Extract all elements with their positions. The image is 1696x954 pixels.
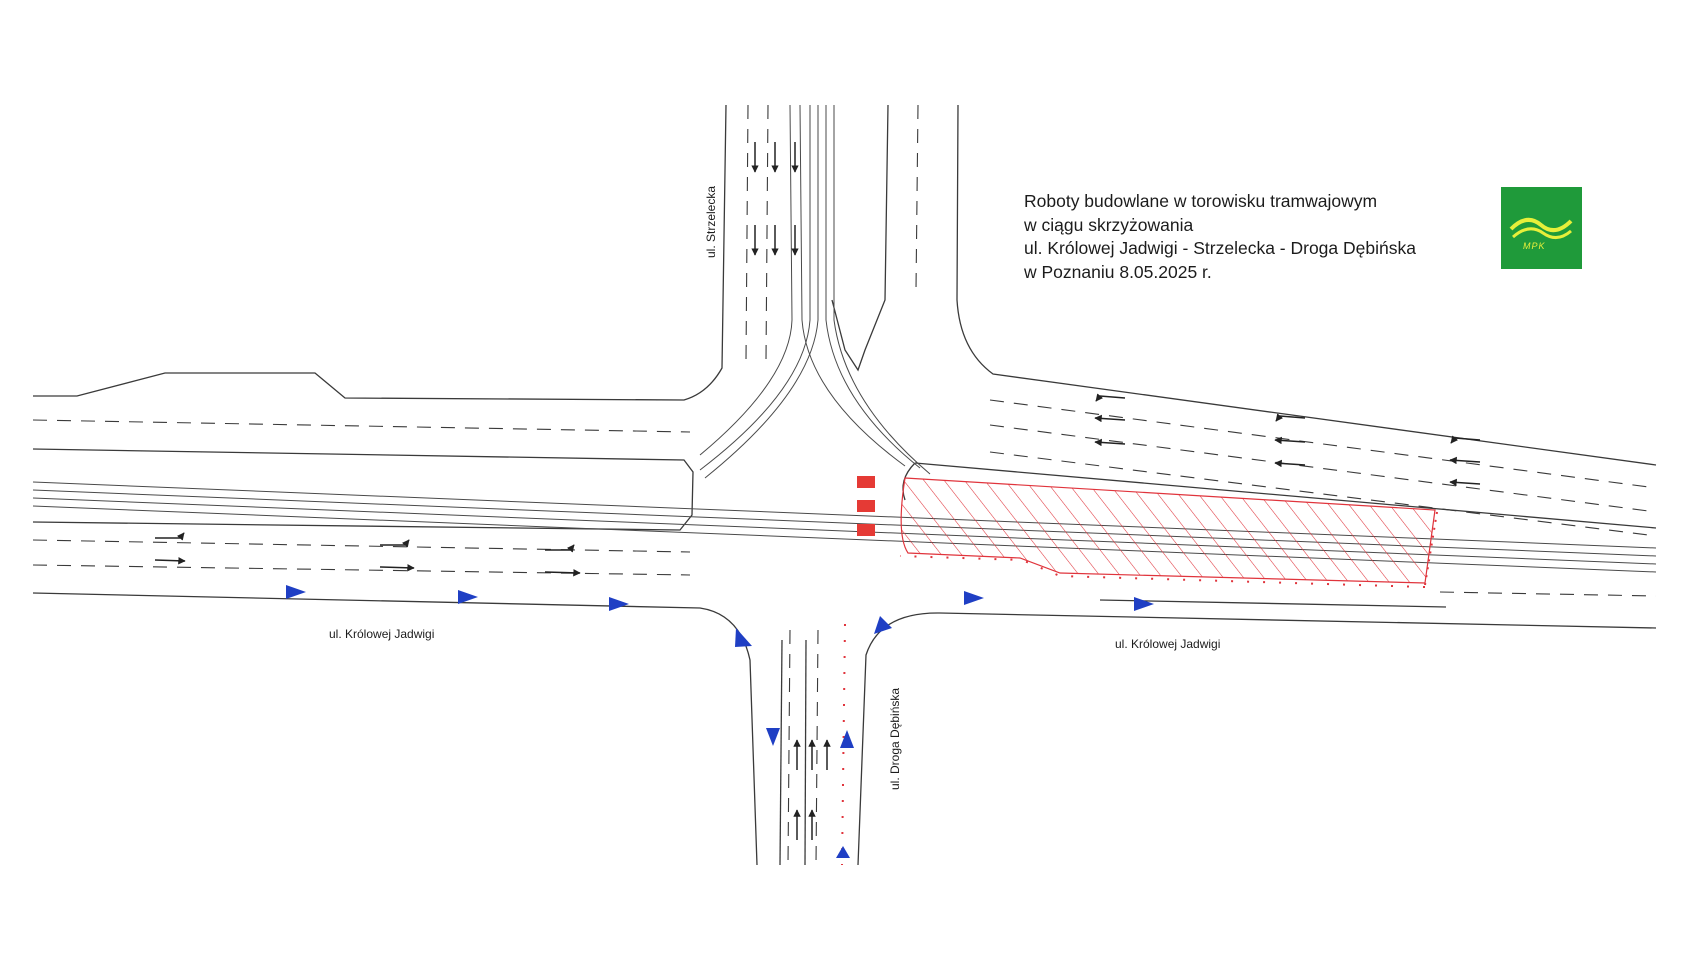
median-edge [914, 462, 1657, 529]
arrow-icon [1449, 478, 1481, 487]
median-edge [831, 104, 889, 372]
lane-markings [32, 104, 1657, 866]
road-edge [956, 104, 1657, 466]
road-edge [857, 612, 1657, 866]
street-label-krolowej-east: ul. Królowej Jadwigi [1115, 637, 1221, 651]
tram-tracks [32, 104, 1657, 573]
triangle-arrow-icon [609, 597, 629, 611]
barrier-icon [857, 476, 875, 488]
road-outlines [32, 104, 1657, 866]
triangle-arrow-icon [458, 590, 478, 604]
road-edge [1099, 599, 1447, 608]
barriers [857, 476, 875, 536]
work-zone [841, 477, 1438, 866]
road-edge [32, 592, 758, 866]
arrow-icon [1275, 413, 1306, 422]
barrier-icon [857, 500, 875, 512]
median-edge [804, 639, 807, 866]
triangle-arrow-icon [1134, 597, 1154, 611]
work-zone-area [900, 477, 1436, 584]
arrow-icon [155, 532, 185, 541]
triangle-arrow-icon [874, 616, 892, 634]
arrow-icon [379, 564, 415, 572]
triangle-arrow-icon [766, 728, 780, 746]
arrow-icon [544, 569, 581, 577]
mpk-logo: MPK [1501, 187, 1582, 269]
triangle-arrow-icon [735, 628, 752, 647]
arrow-icon [545, 544, 575, 553]
median-edge [779, 639, 783, 866]
title-block: Roboty budowlane w torowisku tramwajowym… [1024, 190, 1464, 284]
street-label-strzelecka: ul. Strzelecka [704, 185, 718, 258]
arrow-icon [1095, 393, 1126, 402]
arrow-icon [1094, 438, 1126, 447]
arrow-icon [1449, 456, 1481, 465]
title-line: w Poznaniu 8.05.2025 r. [1024, 261, 1212, 282]
detour-arrows [286, 585, 1154, 858]
street-label-krolowej-west: ul. Królowej Jadwigi [329, 627, 435, 641]
arrow-icon [1450, 435, 1481, 444]
triangle-arrow-icon [836, 846, 850, 858]
median-edge [32, 448, 694, 531]
triangle-arrow-icon [286, 585, 306, 599]
arrow-icon [1094, 414, 1126, 423]
road-edge [33, 104, 727, 401]
barrier-icon [857, 524, 875, 536]
logo-text: MPK [1523, 241, 1546, 251]
triangle-arrow-icon [840, 730, 854, 748]
title-line: Roboty budowlane w torowisku tramwajowym [1024, 191, 1378, 211]
title-line: w ciągu skrzyżowania [1024, 214, 1194, 235]
triangle-arrow-icon [964, 591, 984, 605]
arrow-icon [1274, 436, 1306, 445]
arrow-icon [1274, 459, 1306, 468]
arrow-icon [380, 539, 410, 548]
title-line: ul. Królowej Jadwigi - Strzelecka - Drog… [1024, 238, 1416, 258]
tram-logo-icon [1509, 217, 1573, 239]
arrow-icon [154, 557, 186, 565]
lane-arrows [154, 142, 1481, 840]
street-label-debinska: ul. Droga Dębińska [888, 687, 902, 790]
